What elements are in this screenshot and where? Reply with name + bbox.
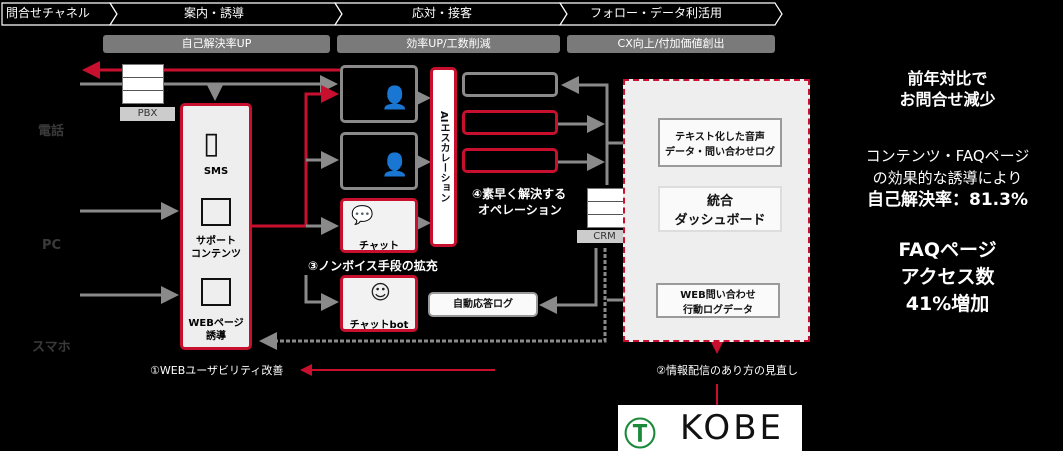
web-behavior-log: WEB問い合わせ行動ログデータ <box>656 283 780 318</box>
kobe-logo: Ⓣ KOBE <box>618 405 802 451</box>
support-label-1: サポート <box>196 236 236 247</box>
robot-icon: ☺ <box>370 280 391 304</box>
ai-escalation: AIエスカレーション <box>430 67 457 247</box>
result-inquiry-reduction: 前年対比でお問合せ減少 <box>835 68 1060 110</box>
channel-pc: PC <box>42 238 62 253</box>
chatbot-box: ☺ チャットbot <box>340 275 418 332</box>
result-3-line1: FAQページ <box>898 239 997 261</box>
goal-self-solve: 自己解決率UP <box>103 35 330 53</box>
goal-cx: CX向上/付加価値創出 <box>567 35 775 53</box>
stage-guide: 案内・誘導 <box>184 6 245 20</box>
voice-text-log-line2: データ・問い合わせログ <box>665 146 775 158</box>
kobe-wordmark: KOBE <box>680 408 785 448</box>
support-label-2: コンテンツ <box>191 249 241 260</box>
operation-label-2: オペレーション <box>478 203 562 217</box>
operator-box-2: 👤 <box>340 132 418 190</box>
chatbot-label: チャットbot <box>349 320 409 331</box>
result-1-line1: 前年対比で <box>907 69 988 88</box>
web-label-2: 誘導 <box>206 331 226 342</box>
web-log-line1: WEB問い合わせ <box>680 289 756 301</box>
chat-box: 💬 チャット <box>340 198 418 253</box>
integrated-dashboard[interactable]: 統合ダッシュボード <box>658 186 782 232</box>
pbx-label: PBX <box>120 107 175 121</box>
follow-panel: テキスト化した音声データ・問い合わせログ 統合ダッシュボード WEB問い合わせ行… <box>623 79 810 342</box>
kobe-emblem-icon: Ⓣ <box>624 415 657 451</box>
record-box-3 <box>462 148 558 173</box>
operation-label-1: ④素早く解決する <box>472 187 567 201</box>
result-1-line2: お問合せ減少 <box>899 90 996 109</box>
info-review-label: ②情報配信のあり方の見直し <box>656 364 798 377</box>
record-box-2 <box>462 110 558 135</box>
result-faq-access: FAQページアクセス数 41%増加 <box>835 237 1060 318</box>
result-3-value: 41%増加 <box>905 293 990 315</box>
record-box-1 <box>462 72 558 97</box>
chat-label: チャット <box>359 241 399 252</box>
dashboard-line2: ダッシュボード <box>674 213 766 228</box>
web-label-1: WEBページ <box>188 318 244 329</box>
chat-bubbles-icon: 💬 <box>351 205 374 226</box>
stage-response: 応対・接客 <box>412 6 473 20</box>
result-2-line1: コンテンツ・FAQページ <box>865 147 1030 165</box>
web-page-cursor-icon <box>201 278 231 306</box>
sms-label: SMS <box>203 166 229 177</box>
operator-icon: 👤 <box>381 86 409 111</box>
result-2-value: 自己解決率：81.3% <box>867 190 1028 210</box>
web-usability-label: ①WEBユーザビリティ改善 <box>150 364 284 377</box>
nonvoice-label: ③ノンボイス手段の拡充 <box>308 259 438 273</box>
web-log-line2: 行動ログデータ <box>683 304 753 316</box>
goal-efficiency: 効率UP/工数削減 <box>337 35 560 53</box>
operator-icon: 👤 <box>381 153 409 178</box>
operator-box-1: 👤 <box>340 65 418 123</box>
voice-text-log: テキスト化した音声データ・問い合わせログ <box>658 118 782 167</box>
result-2-line2: の効果的な誘導により <box>872 169 1023 187</box>
voice-text-log-line1: テキスト化した音声 <box>675 131 765 143</box>
pbx-server-icon <box>122 64 164 104</box>
stage-chevrons <box>1 2 783 26</box>
crm-label: CRM <box>577 230 632 243</box>
result-self-solve: コンテンツ・FAQページの効果的な誘導により自己解決率：81.3% <box>835 145 1060 211</box>
auto-response-log: 自動応答ログ <box>428 292 538 317</box>
stage-follow: フォロー・データ利活用 <box>590 6 723 20</box>
channel-phone: 電話 <box>38 124 65 139</box>
result-3-line2: アクセス数 <box>900 266 995 288</box>
guide-panel: ▯ SMS サポート コンテンツ WEBページ 誘導 <box>180 103 252 350</box>
stage-channel: 問合せチャネル <box>6 6 90 20</box>
support-content-icon <box>201 198 231 226</box>
dashboard-line1: 統合 <box>706 194 733 209</box>
smartphone-icon: ▯ <box>203 126 220 161</box>
channel-smartphone: スマホ <box>32 340 71 355</box>
